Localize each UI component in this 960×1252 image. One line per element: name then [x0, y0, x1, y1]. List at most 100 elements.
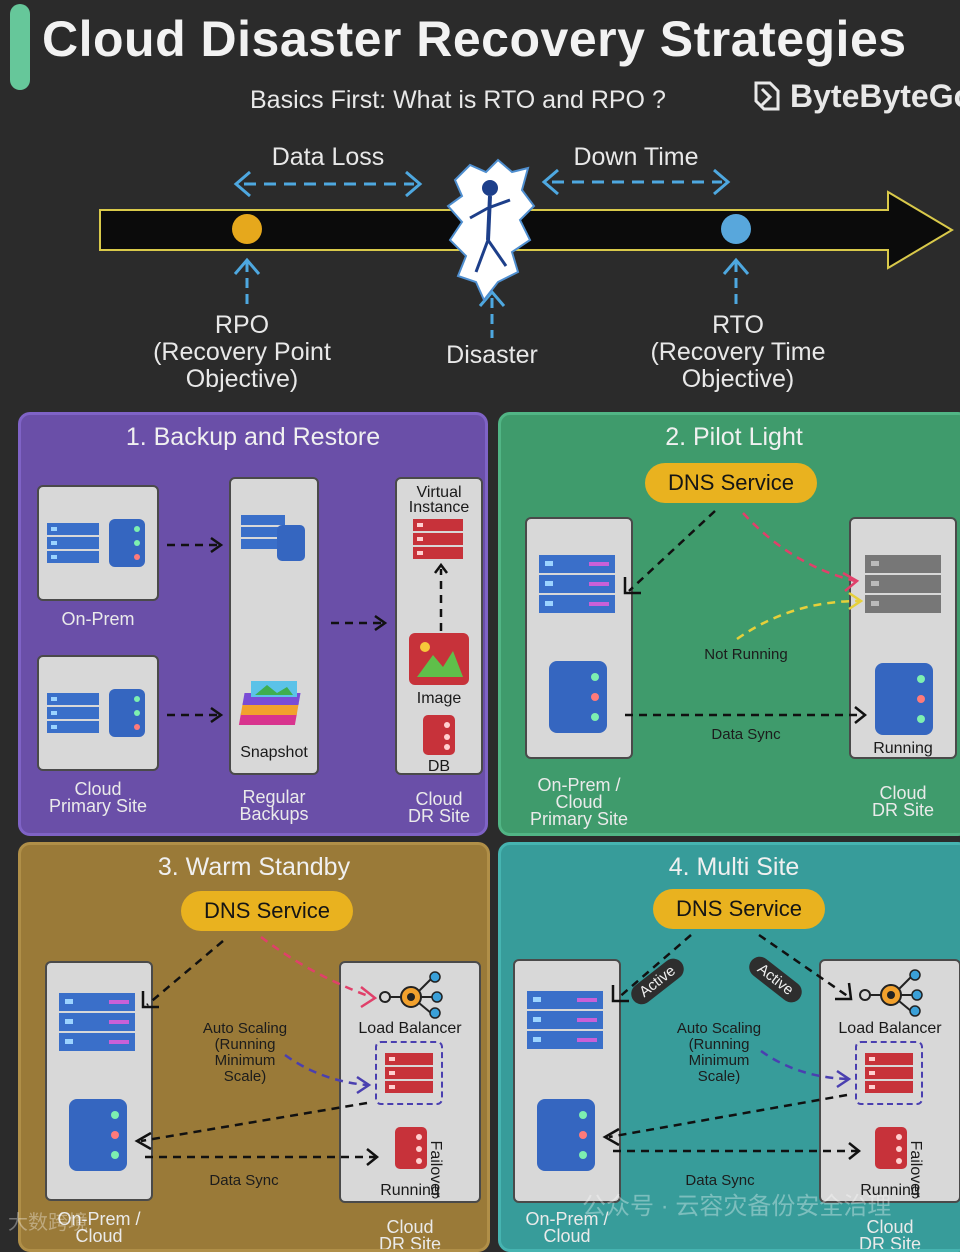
panel-title: 2. Pilot Light	[665, 423, 803, 451]
server-icon	[539, 555, 615, 613]
rpo-dot	[232, 214, 262, 244]
warm-standby-arrows	[134, 936, 380, 1166]
dns-service-pill: DNS Service	[653, 889, 825, 929]
panel-title: 3. Warm Standby	[157, 853, 351, 881]
server-icon	[385, 1053, 433, 1093]
virtual-instance-line2: Instance	[408, 499, 470, 516]
regular-backups-line1: Regular	[242, 787, 306, 807]
cloud-primary-box	[37, 655, 159, 771]
on-prem-label: On-Prem	[61, 609, 135, 629]
multi-site-arrows	[602, 933, 862, 1160]
load-balancer-label: Load Balancer	[838, 1020, 942, 1037]
db-label: DB	[427, 758, 451, 775]
virtual-instance-line1: Virtual	[416, 484, 462, 501]
server-icon	[865, 1053, 913, 1093]
watermark-right: 公众号 · 云容灾备份安全治理	[582, 1193, 892, 1220]
backup-flow-arrows	[167, 536, 388, 724]
panel-title: 4. Multi Site	[668, 853, 800, 881]
server-icon	[59, 993, 135, 1051]
auto-scaling-line3: Minimum	[688, 1052, 750, 1069]
cloud-primary-label: Cloud Primary Site	[27, 779, 169, 816]
rto-label: RTO	[712, 311, 764, 339]
data-loss-label: Data Loss	[271, 143, 385, 171]
panel-title: 1. Backup and Restore	[125, 423, 381, 451]
inactive-server-icon	[865, 555, 941, 613]
server-icon	[47, 689, 145, 737]
primary-line1: On-Prem /	[57, 1209, 141, 1229]
auto-scaling-group	[375, 1041, 443, 1105]
page-subtitle: Basics First: What is RTO and RPO ?	[250, 86, 666, 114]
server-icon	[47, 519, 145, 567]
db-icon	[395, 1127, 427, 1169]
auto-scaling-line4: Scale)	[697, 1068, 741, 1085]
panel-backup-restore: 1. Backup and Restore On-Prem Cloud Prim…	[18, 412, 488, 836]
database-icon	[537, 1099, 595, 1171]
auto-scaling-label: Auto Scaling (Running Minimum Scale)	[185, 1021, 305, 1085]
not-running-label: Not Running	[704, 646, 788, 663]
virtual-instance-server-icon	[413, 519, 463, 559]
rpo-caption: RPO (Recovery Point Objective)	[120, 312, 364, 393]
server-icon	[527, 991, 603, 1049]
virtual-instance-label: Virtual Instance	[397, 484, 481, 516]
watermark-left: 大数跨境	[8, 1212, 88, 1234]
auto-scaling-line1: Auto Scaling	[676, 1020, 762, 1037]
primary-site-box	[525, 517, 633, 759]
auto-scaling-line2: (Running	[214, 1036, 276, 1053]
cloud-dr-label: Cloud DR Site	[385, 789, 485, 825]
dr-site-box: Load Balancer Running Failover	[819, 959, 960, 1203]
brand-logo: ByteByteGo	[752, 78, 960, 115]
snapshot-stack-icon	[238, 681, 301, 725]
server-icon	[241, 515, 305, 561]
cloud-dr-box: Virtual Instance Image DB	[395, 477, 483, 775]
dr-site-label: Cloud DR Site	[843, 783, 960, 819]
rto-caption: RTO (Recovery Time Objective)	[618, 312, 858, 393]
dns-service-pill: DNS Service	[181, 891, 353, 931]
image-label: Image	[416, 690, 462, 707]
auto-scaling-group	[855, 1041, 923, 1105]
auto-scaling-line4: Scale)	[223, 1068, 267, 1085]
cloud-primary-line1: Cloud	[74, 779, 122, 799]
rto-full-line1: (Recovery Time	[650, 338, 826, 366]
regular-backups-line2: Backups	[239, 804, 309, 824]
database-icon	[69, 1099, 127, 1171]
brand-name: ByteByteGo	[790, 78, 960, 114]
load-balancer-icon	[379, 971, 443, 1019]
db-icon	[875, 1127, 907, 1169]
database-icon	[875, 663, 933, 735]
running-label: Running	[380, 1182, 440, 1199]
rpo-label: RPO	[214, 311, 270, 339]
disaster-icon	[446, 158, 536, 302]
cloud-primary-line2: Primary Site	[48, 796, 147, 816]
regular-backups-label: Regular Backups	[219, 787, 329, 824]
rto-full-line2: Objective)	[681, 365, 795, 393]
dashed-up-arrow	[434, 562, 448, 631]
db-icon	[423, 715, 455, 755]
title-accent-bar	[10, 4, 30, 90]
running-label: Running	[873, 740, 933, 757]
data-sync-label: Data Sync	[685, 1172, 755, 1189]
rpo-full-line1: (Recovery Point	[153, 338, 331, 366]
load-balancer-icon	[859, 969, 923, 1017]
primary-line3: Primary Site	[529, 809, 628, 829]
data-sync-label: Data Sync	[711, 726, 781, 743]
primary-line2: Cloud	[555, 792, 603, 812]
dr-site-box: Running	[849, 517, 957, 759]
panel-warm-standby: 3. Warm Standby DNS Service On-Prem / Cl…	[18, 842, 490, 1252]
image-icon	[409, 633, 469, 685]
dns-service-pill: DNS Service	[645, 463, 817, 503]
regular-backups-box: Snapshot	[229, 477, 319, 775]
database-icon	[549, 661, 607, 733]
dr-line1: Cloud	[386, 1217, 434, 1237]
dr-line1: Cloud	[879, 783, 927, 803]
cloud-dr-line1: Cloud	[415, 789, 463, 809]
timeline-graphic	[99, 158, 954, 338]
auto-scaling-line3: Minimum	[214, 1052, 276, 1069]
rpo-full-line2: Objective)	[185, 365, 299, 393]
primary-line1: On-Prem /	[537, 775, 621, 795]
disaster-label: Disaster	[446, 341, 538, 369]
page-title: Cloud Disaster Recovery Strategies	[42, 11, 907, 67]
snapshot-label: Snapshot	[240, 744, 308, 761]
pilot-light-arrows	[623, 510, 868, 724]
primary-line1: On-Prem /	[525, 1209, 609, 1229]
primary-site-box	[513, 959, 621, 1203]
